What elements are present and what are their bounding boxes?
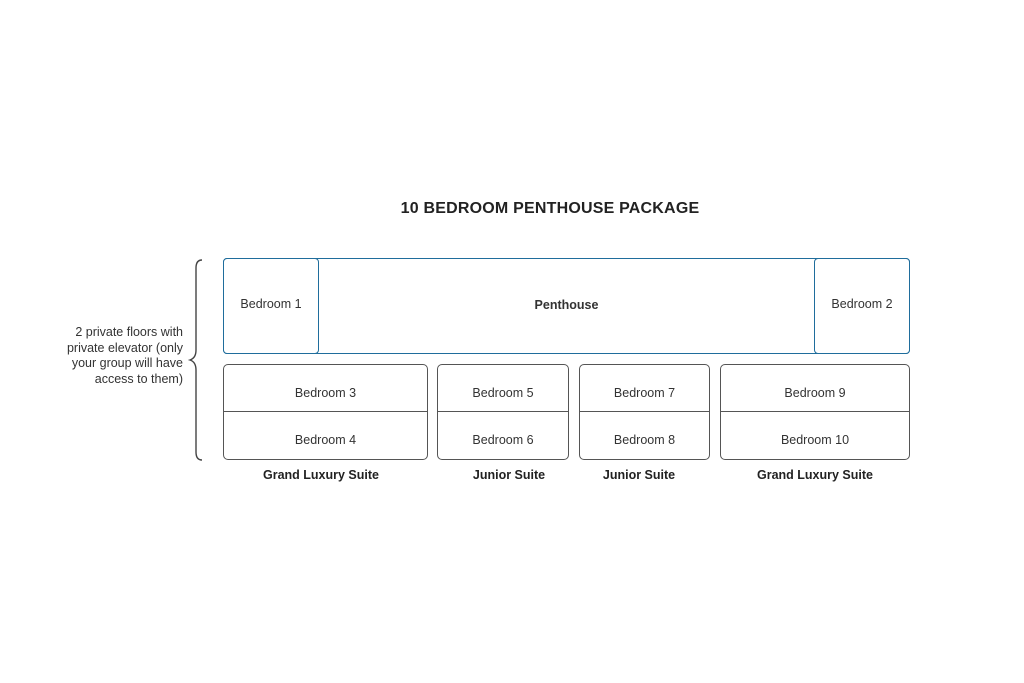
suite-grand-luxury-2: Bedroom 9 Bedroom 10 [720,364,910,460]
room-divider [438,411,568,412]
suite-type-label: Junior Suite [472,468,546,482]
bedroom-4-label: Bedroom 4 [294,433,357,447]
bedroom-3-label: Bedroom 3 [294,386,357,400]
penthouse-label: Penthouse [534,298,599,312]
suite-grand-luxury-1: Bedroom 3 Bedroom 4 [223,364,428,460]
bedroom-5-label: Bedroom 5 [472,386,534,400]
bedroom-9-label: Bedroom 9 [784,386,846,400]
room-divider [580,411,709,412]
bedroom-2: Bedroom 2 [814,258,910,354]
bedroom-1-label: Bedroom 1 [240,297,302,311]
room-divider [721,411,909,412]
bedroom-7-label: Bedroom 7 [613,386,676,400]
bedroom-8-label: Bedroom 8 [613,433,676,447]
diagram-title: 10 BEDROOM PENTHOUSE PACKAGE [400,200,700,217]
bedroom-6-label: Bedroom 6 [472,433,534,447]
suite-junior-1: Bedroom 5 Bedroom 6 [437,364,569,460]
curly-brace-icon [187,259,203,461]
side-note: 2 private floors with private elevator (… [66,325,183,386]
bedroom-10-label: Bedroom 10 [780,433,850,447]
suite-type-label: Grand Luxury Suite [263,468,379,482]
penthouse-floor: Penthouse [223,258,910,354]
bedroom-2-label: Bedroom 2 [831,297,893,311]
suite-junior-2: Bedroom 7 Bedroom 8 [579,364,710,460]
suite-type-label: Junior Suite [602,468,676,482]
bedroom-1: Bedroom 1 [223,258,319,354]
room-divider [224,411,427,412]
suite-type-label: Grand Luxury Suite [757,468,873,482]
